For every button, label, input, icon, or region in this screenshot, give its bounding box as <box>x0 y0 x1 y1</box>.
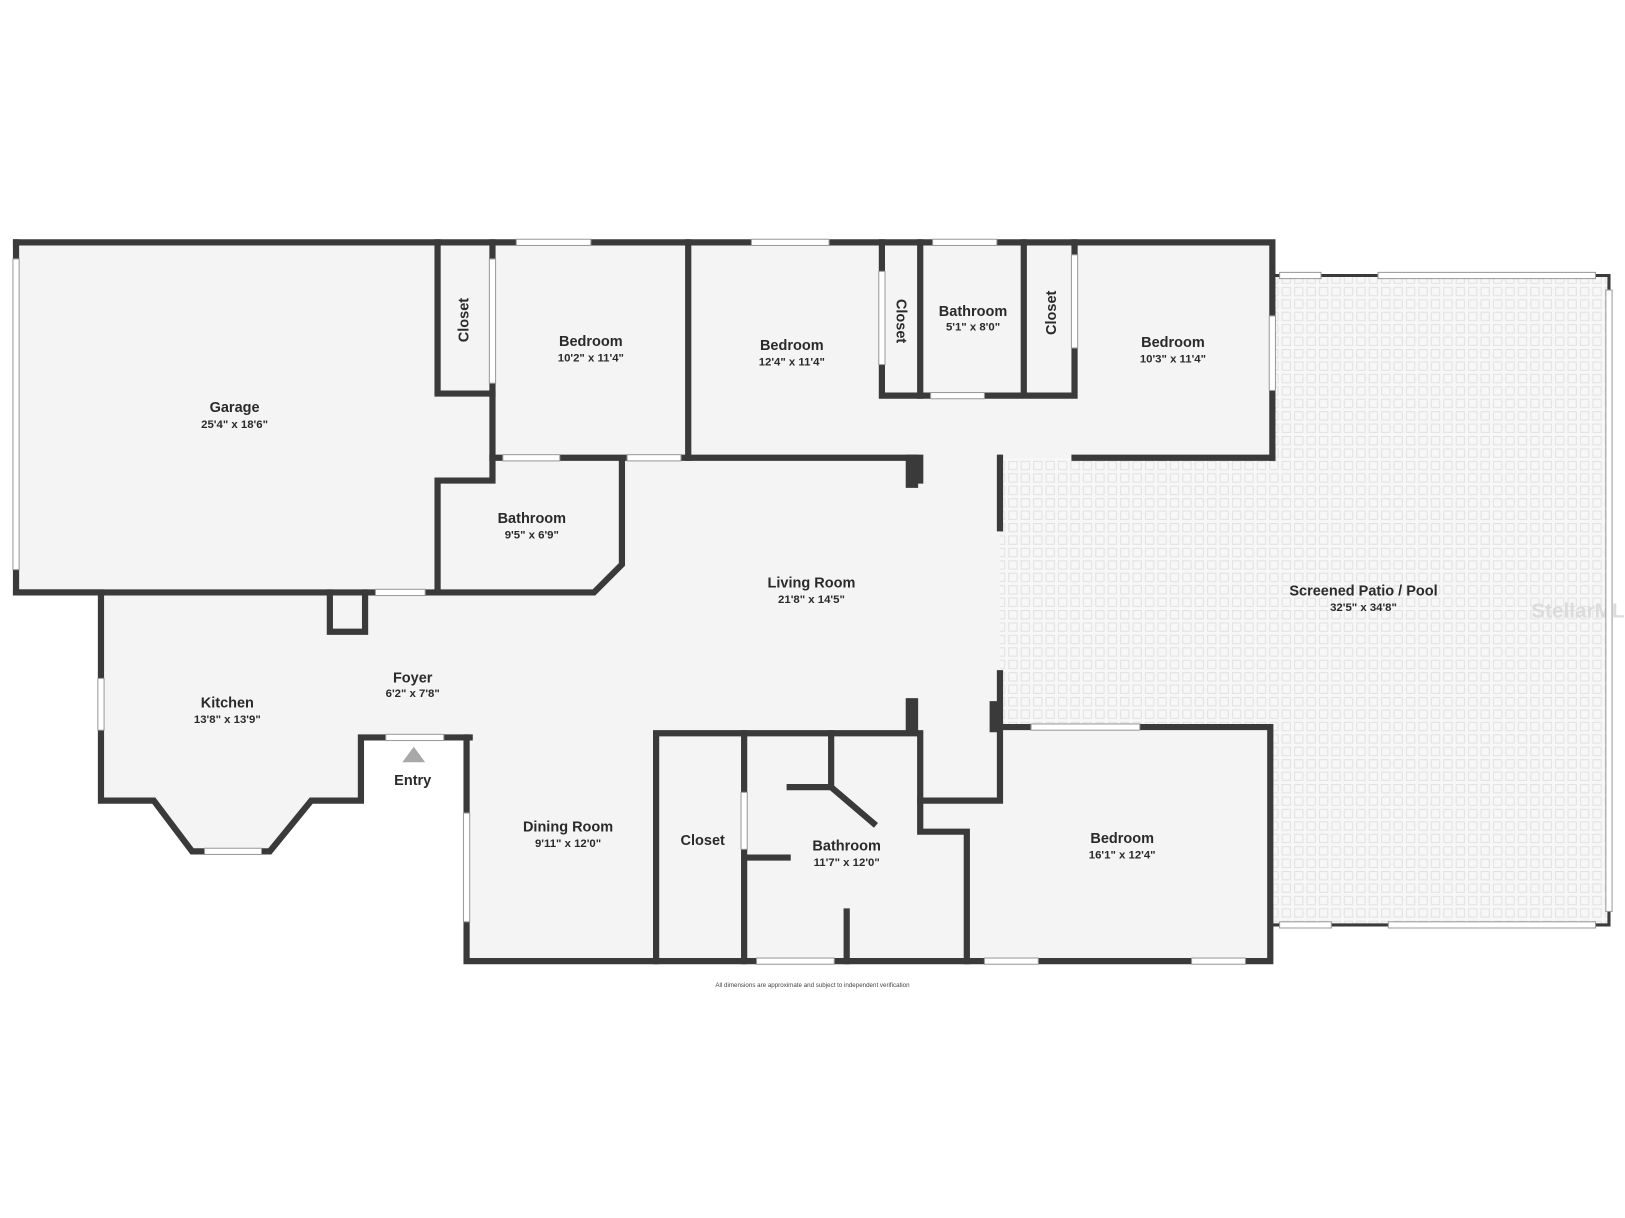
bathroom2-dim: 5'1" x 8'0" <box>946 321 1000 333</box>
footer-note: All dimensions are approximate and subje… <box>715 982 910 989</box>
bathroom1-label: Bathroom <box>498 511 566 527</box>
foyer-label: Foyer <box>393 671 433 687</box>
garage-dim: 25'4" x 18'6" <box>201 419 268 431</box>
living-room-dim: 21'8" x 14'5" <box>778 594 845 606</box>
bathroom3-dim: 11'7" x 12'0" <box>814 857 880 869</box>
entry-arrow-icon <box>402 746 426 763</box>
closet2-label: Closet <box>892 299 908 343</box>
patio-label: Screened Patio / Pool <box>1289 584 1437 600</box>
wall-bath3-right <box>843 797 970 965</box>
kitchen-label: Kitchen <box>201 695 254 711</box>
garage-label: Garage <box>210 400 260 416</box>
foyer-dim: 6'2" x 7'8" <box>386 688 440 700</box>
bathroom3-label: Bathroom <box>812 838 880 854</box>
dining-room-dim: 9'11" x 12'0" <box>535 838 601 850</box>
dining-room-label: Dining Room <box>523 820 613 836</box>
bedroom2-dim: 12'4" x 11'4" <box>759 357 825 369</box>
closet3-label: Closet <box>1044 290 1060 334</box>
wall-foyer-pillar <box>326 589 369 635</box>
wall-bed1-bed2 <box>685 239 924 484</box>
interior-floor <box>16 242 1273 962</box>
entry-label: Entry <box>394 773 431 789</box>
patio-dim: 32'5" x 34'8" <box>1330 602 1397 614</box>
bedroom1-label: Bedroom <box>559 334 623 350</box>
wall-bath3-inner <box>786 730 878 828</box>
closet4-label: Closet <box>681 833 725 849</box>
bedroom4-label: Bedroom <box>1090 831 1154 847</box>
bedroom3-dim: 10'3" x 11'4" <box>1140 354 1206 366</box>
living-room-label: Living Room <box>768 575 856 591</box>
windows <box>12 238 1613 965</box>
patio-floor <box>999 275 1609 925</box>
bedroom1-dim: 10'2" x 11'4" <box>558 352 624 364</box>
bathroom2-label: Bathroom <box>939 304 1007 320</box>
watermark: StellarMLS <box>1531 599 1625 622</box>
closet1-label: Closet <box>457 298 473 342</box>
wall-garage-closet <box>434 239 496 397</box>
bathroom1-dim: 9'5" x 6'9" <box>505 530 559 542</box>
kitchen-dim: 13'8" x 13'9" <box>194 714 261 726</box>
bedroom4-dim: 16'1" x 12'4" <box>1089 850 1156 862</box>
room-labels: Garage 25'4" x 18'6" Closet Bedroom 10'2… <box>194 290 1438 868</box>
bedroom2-label: Bedroom <box>760 338 824 354</box>
wall-bed3 <box>996 454 1276 532</box>
wall-closet4 <box>653 723 1004 965</box>
bedroom3-label: Bedroom <box>1141 335 1205 351</box>
